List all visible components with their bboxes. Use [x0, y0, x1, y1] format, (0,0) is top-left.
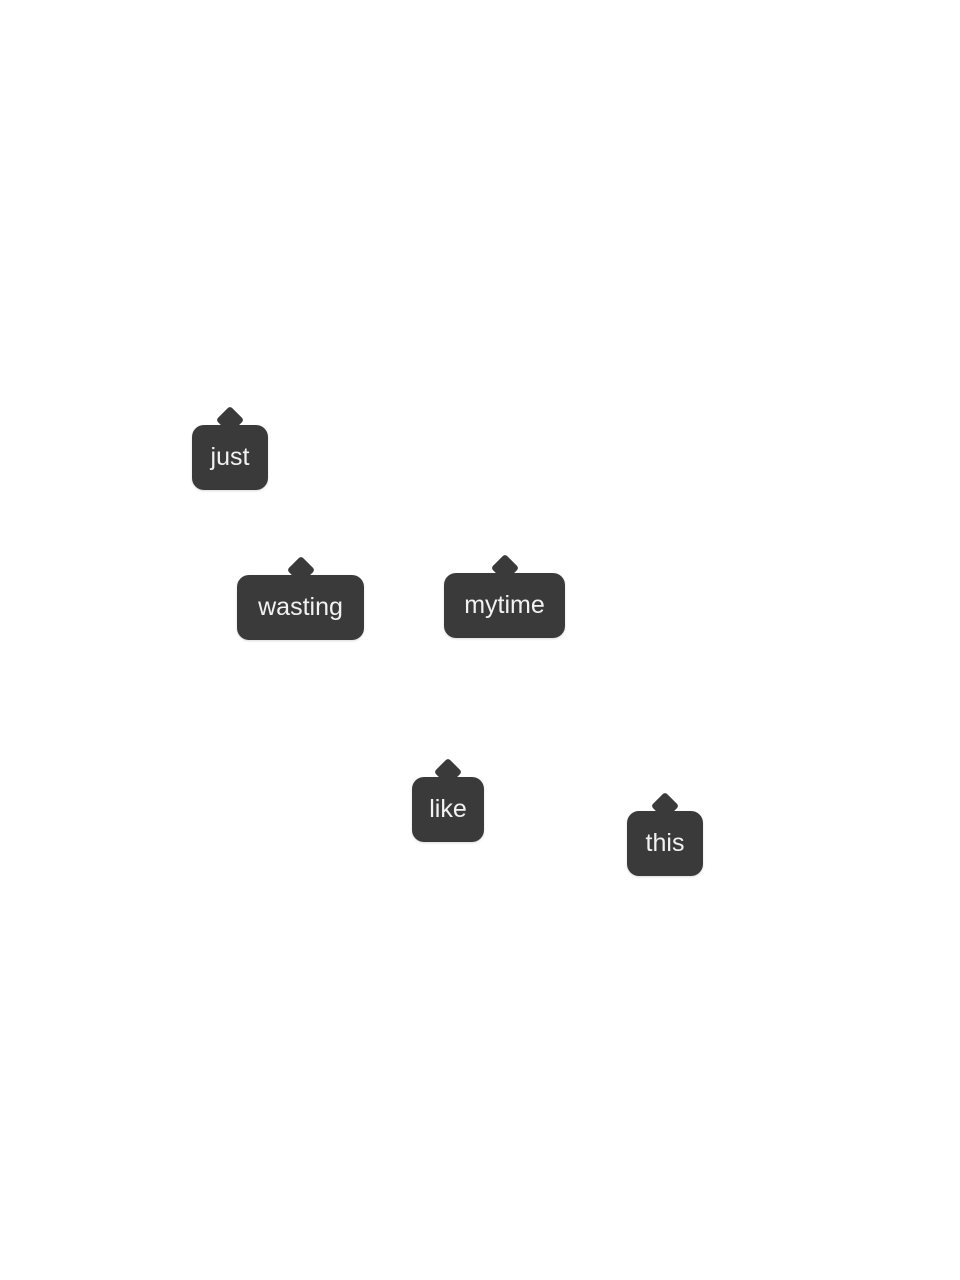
word-tag-like[interactable]: like — [412, 777, 484, 842]
tag-label: this — [645, 829, 685, 857]
tag-label: wasting — [258, 593, 343, 621]
word-tag-this[interactable]: this — [627, 811, 703, 876]
word-tag-mytime[interactable]: mytime — [444, 573, 565, 638]
word-tag-just[interactable]: just — [192, 425, 268, 490]
tag-label: mytime — [464, 591, 545, 619]
tag-label: just — [210, 443, 250, 471]
tag-label: like — [429, 795, 467, 823]
word-tag-wasting[interactable]: wasting — [237, 575, 364, 640]
